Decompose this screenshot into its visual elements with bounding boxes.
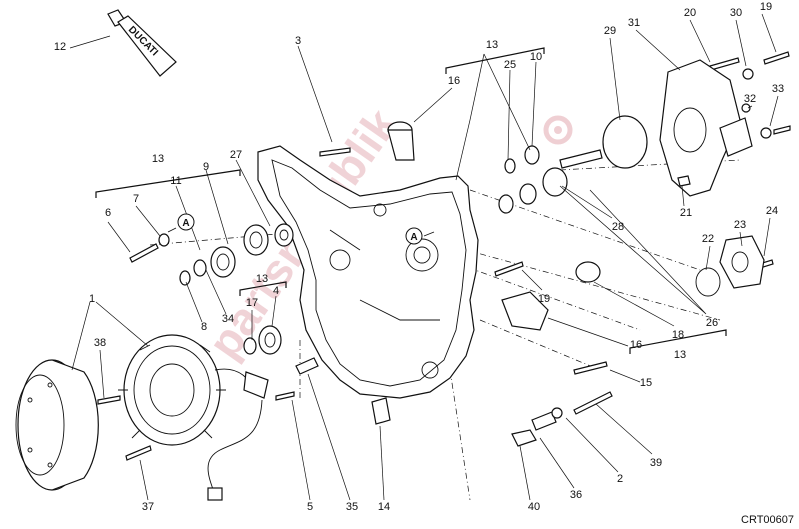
callout-32: 32	[744, 93, 756, 105]
callout-15: 15	[640, 377, 652, 389]
diagram-code: CRT00607	[741, 514, 794, 526]
reference-marker-a-right: A	[405, 227, 435, 245]
callout-7: 7	[133, 193, 139, 205]
watermark-gear-icon	[543, 115, 573, 145]
generator-cover	[257, 145, 479, 399]
callout-13-top: 13	[486, 39, 498, 51]
callout-16-right: 16	[630, 339, 642, 351]
callout-3: 3	[295, 35, 301, 47]
callout-4: 4	[273, 285, 279, 297]
callout-labels: 1 2 3 4 5 6 7 8 9 10 11 12 13 13 13 13 1…	[54, 1, 784, 513]
callout-36: 36	[570, 489, 582, 501]
callout-12: 12	[54, 41, 66, 53]
reference-marker-a-left: A	[167, 213, 195, 233]
callout-30: 30	[730, 7, 742, 19]
callout-23: 23	[734, 219, 746, 231]
callout-14: 14	[378, 501, 390, 513]
callout-37: 37	[142, 501, 154, 513]
callout-19-mid: 19	[538, 293, 550, 305]
callout-2: 2	[617, 473, 623, 485]
callout-9: 9	[203, 161, 209, 173]
callout-8: 8	[201, 321, 207, 333]
callout-20: 20	[684, 7, 696, 19]
callout-27: 27	[230, 149, 242, 161]
callout-34: 34	[222, 313, 234, 325]
grease-tube: DUCATI	[107, 9, 177, 77]
callout-28: 28	[612, 221, 624, 233]
callout-10: 10	[530, 51, 542, 63]
callout-38: 38	[94, 337, 106, 349]
group-brackets	[95, 47, 727, 354]
callout-33: 33	[772, 83, 784, 95]
callout-35: 35	[346, 501, 358, 513]
callout-16-top: 16	[448, 75, 460, 87]
callout-24: 24	[766, 205, 778, 217]
stator	[118, 334, 263, 501]
callout-19-right: 19	[760, 1, 772, 13]
bolts-group	[97, 51, 791, 461]
callout-6: 6	[105, 207, 111, 219]
callout-11: 11	[170, 175, 181, 187]
callout-1: 1	[89, 293, 95, 305]
bearings-group	[158, 223, 294, 355]
callout-21: 21	[680, 207, 692, 219]
callout-29: 29	[604, 25, 616, 37]
callout-25: 25	[504, 59, 516, 71]
leader-lines	[69, 13, 779, 501]
svg-text:A: A	[410, 232, 417, 243]
callout-13-mid: 13	[256, 273, 268, 285]
flywheel-rotor	[15, 359, 99, 491]
callout-5: 5	[307, 501, 313, 513]
callout-18: 18	[672, 329, 684, 341]
callout-31: 31	[628, 17, 640, 29]
callout-17: 17	[246, 297, 258, 309]
water-pump-group	[243, 59, 772, 447]
callout-13-left: 13	[152, 153, 164, 165]
svg-text:A: A	[182, 218, 189, 229]
callout-39: 39	[650, 457, 662, 469]
callout-40: 40	[528, 501, 540, 513]
callout-13-right: 13	[674, 349, 686, 361]
callout-22: 22	[702, 233, 714, 245]
callout-26: 26	[706, 317, 718, 329]
